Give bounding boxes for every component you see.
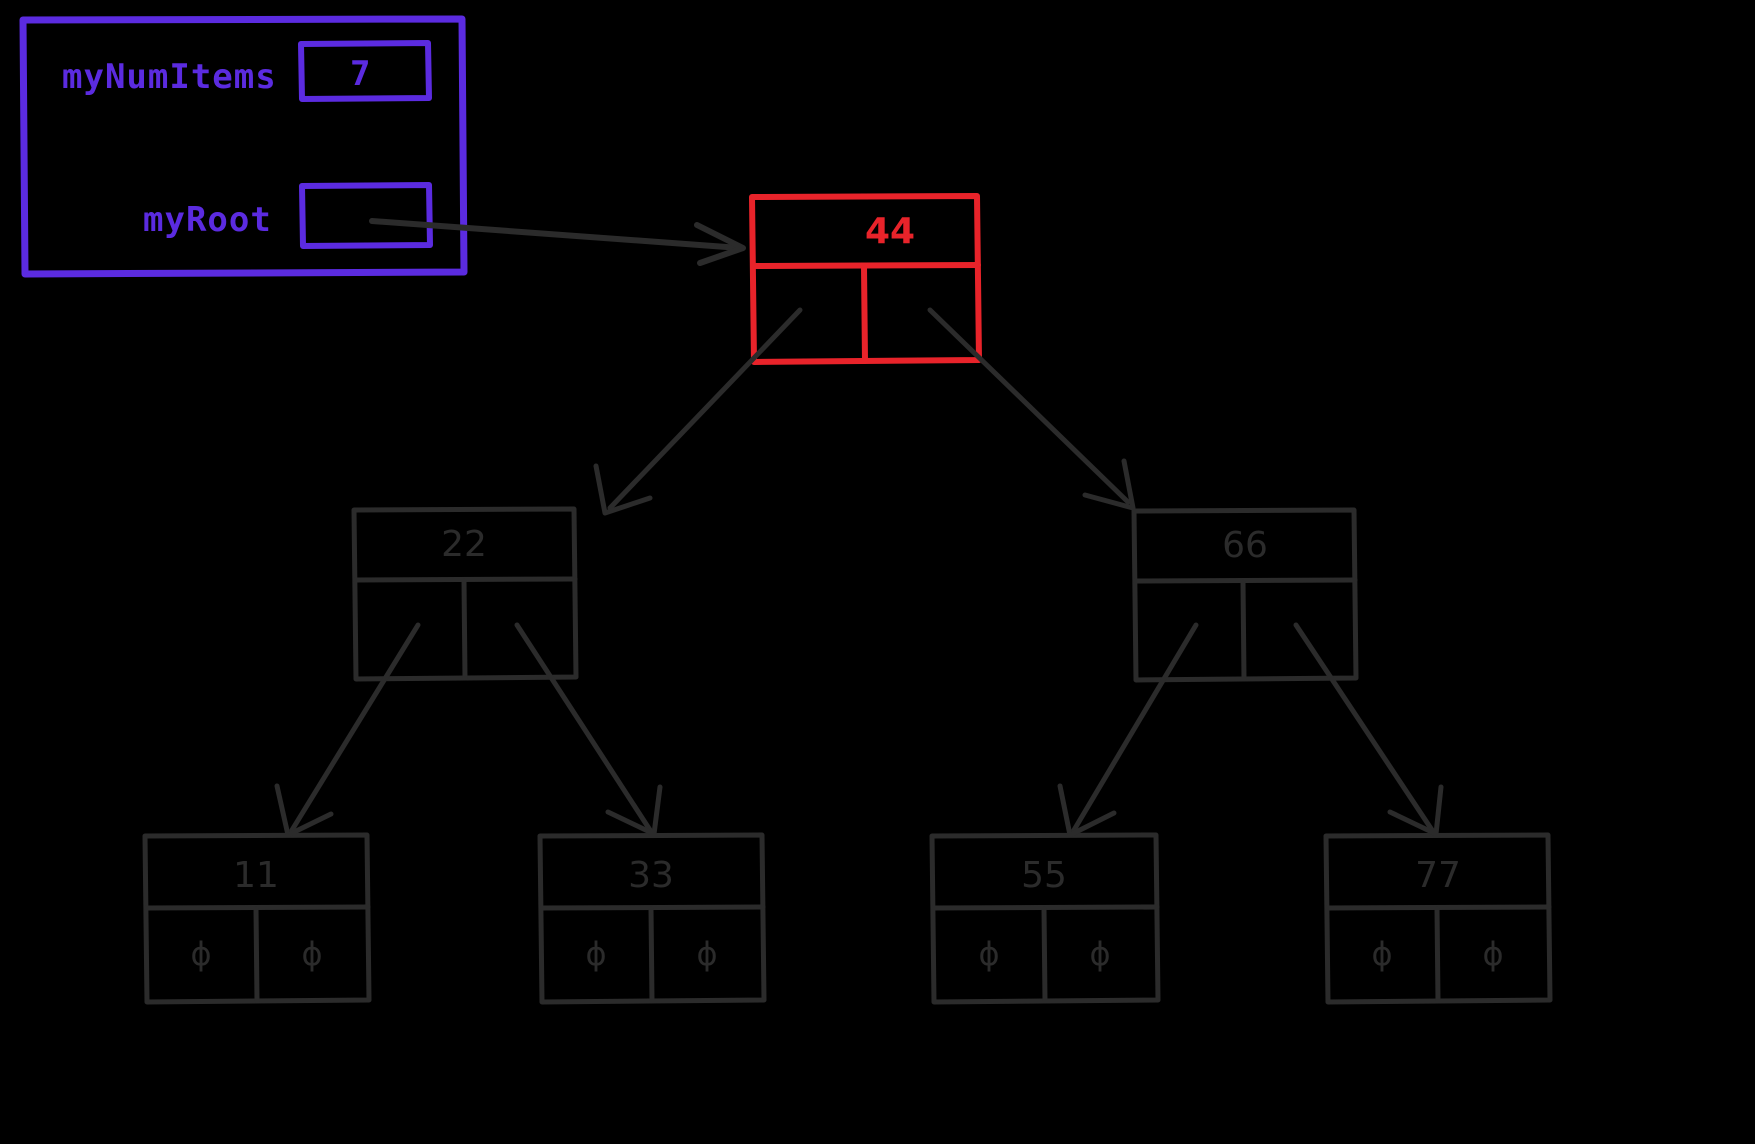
node-66-key: 66 <box>1222 525 1268 566</box>
node-55-right-null-icon: ϕ <box>1089 935 1111 973</box>
my-num-items-value: 7 <box>350 54 371 94</box>
edge-22-to-33 <box>514 622 663 837</box>
edge-44-to-22 <box>593 307 803 516</box>
my-num-items-label: myNumItems <box>62 57 277 97</box>
edge-22-to-11 <box>274 622 421 838</box>
edge-66-to-55 <box>1057 622 1199 838</box>
node-11-left-null-icon: ϕ <box>190 935 212 973</box>
edge-44-to-66 <box>927 307 1136 511</box>
my-root-label: myRoot <box>143 200 272 240</box>
edge-66-to-77 <box>1293 622 1444 837</box>
node-22-key: 22 <box>441 524 487 565</box>
node-33-left-null-icon: ϕ <box>585 935 607 973</box>
node-33-key: 33 <box>628 855 674 896</box>
node-44-key: 44 <box>864 211 916 252</box>
edge-myroot-to-44 <box>369 218 746 266</box>
node-55-left-null-icon: ϕ <box>978 935 1000 973</box>
node-11-right-null-icon: ϕ <box>301 935 323 973</box>
node-55-key: 55 <box>1021 855 1067 896</box>
my-root-pointer-box <box>299 182 433 249</box>
node-11-key: 11 <box>233 855 279 896</box>
node-77-key: 77 <box>1415 855 1461 896</box>
node-33-right-null-icon: ϕ <box>696 935 718 973</box>
node-77-right-null-icon: ϕ <box>1482 935 1504 973</box>
node-77-left-null-icon: ϕ <box>1371 935 1393 973</box>
